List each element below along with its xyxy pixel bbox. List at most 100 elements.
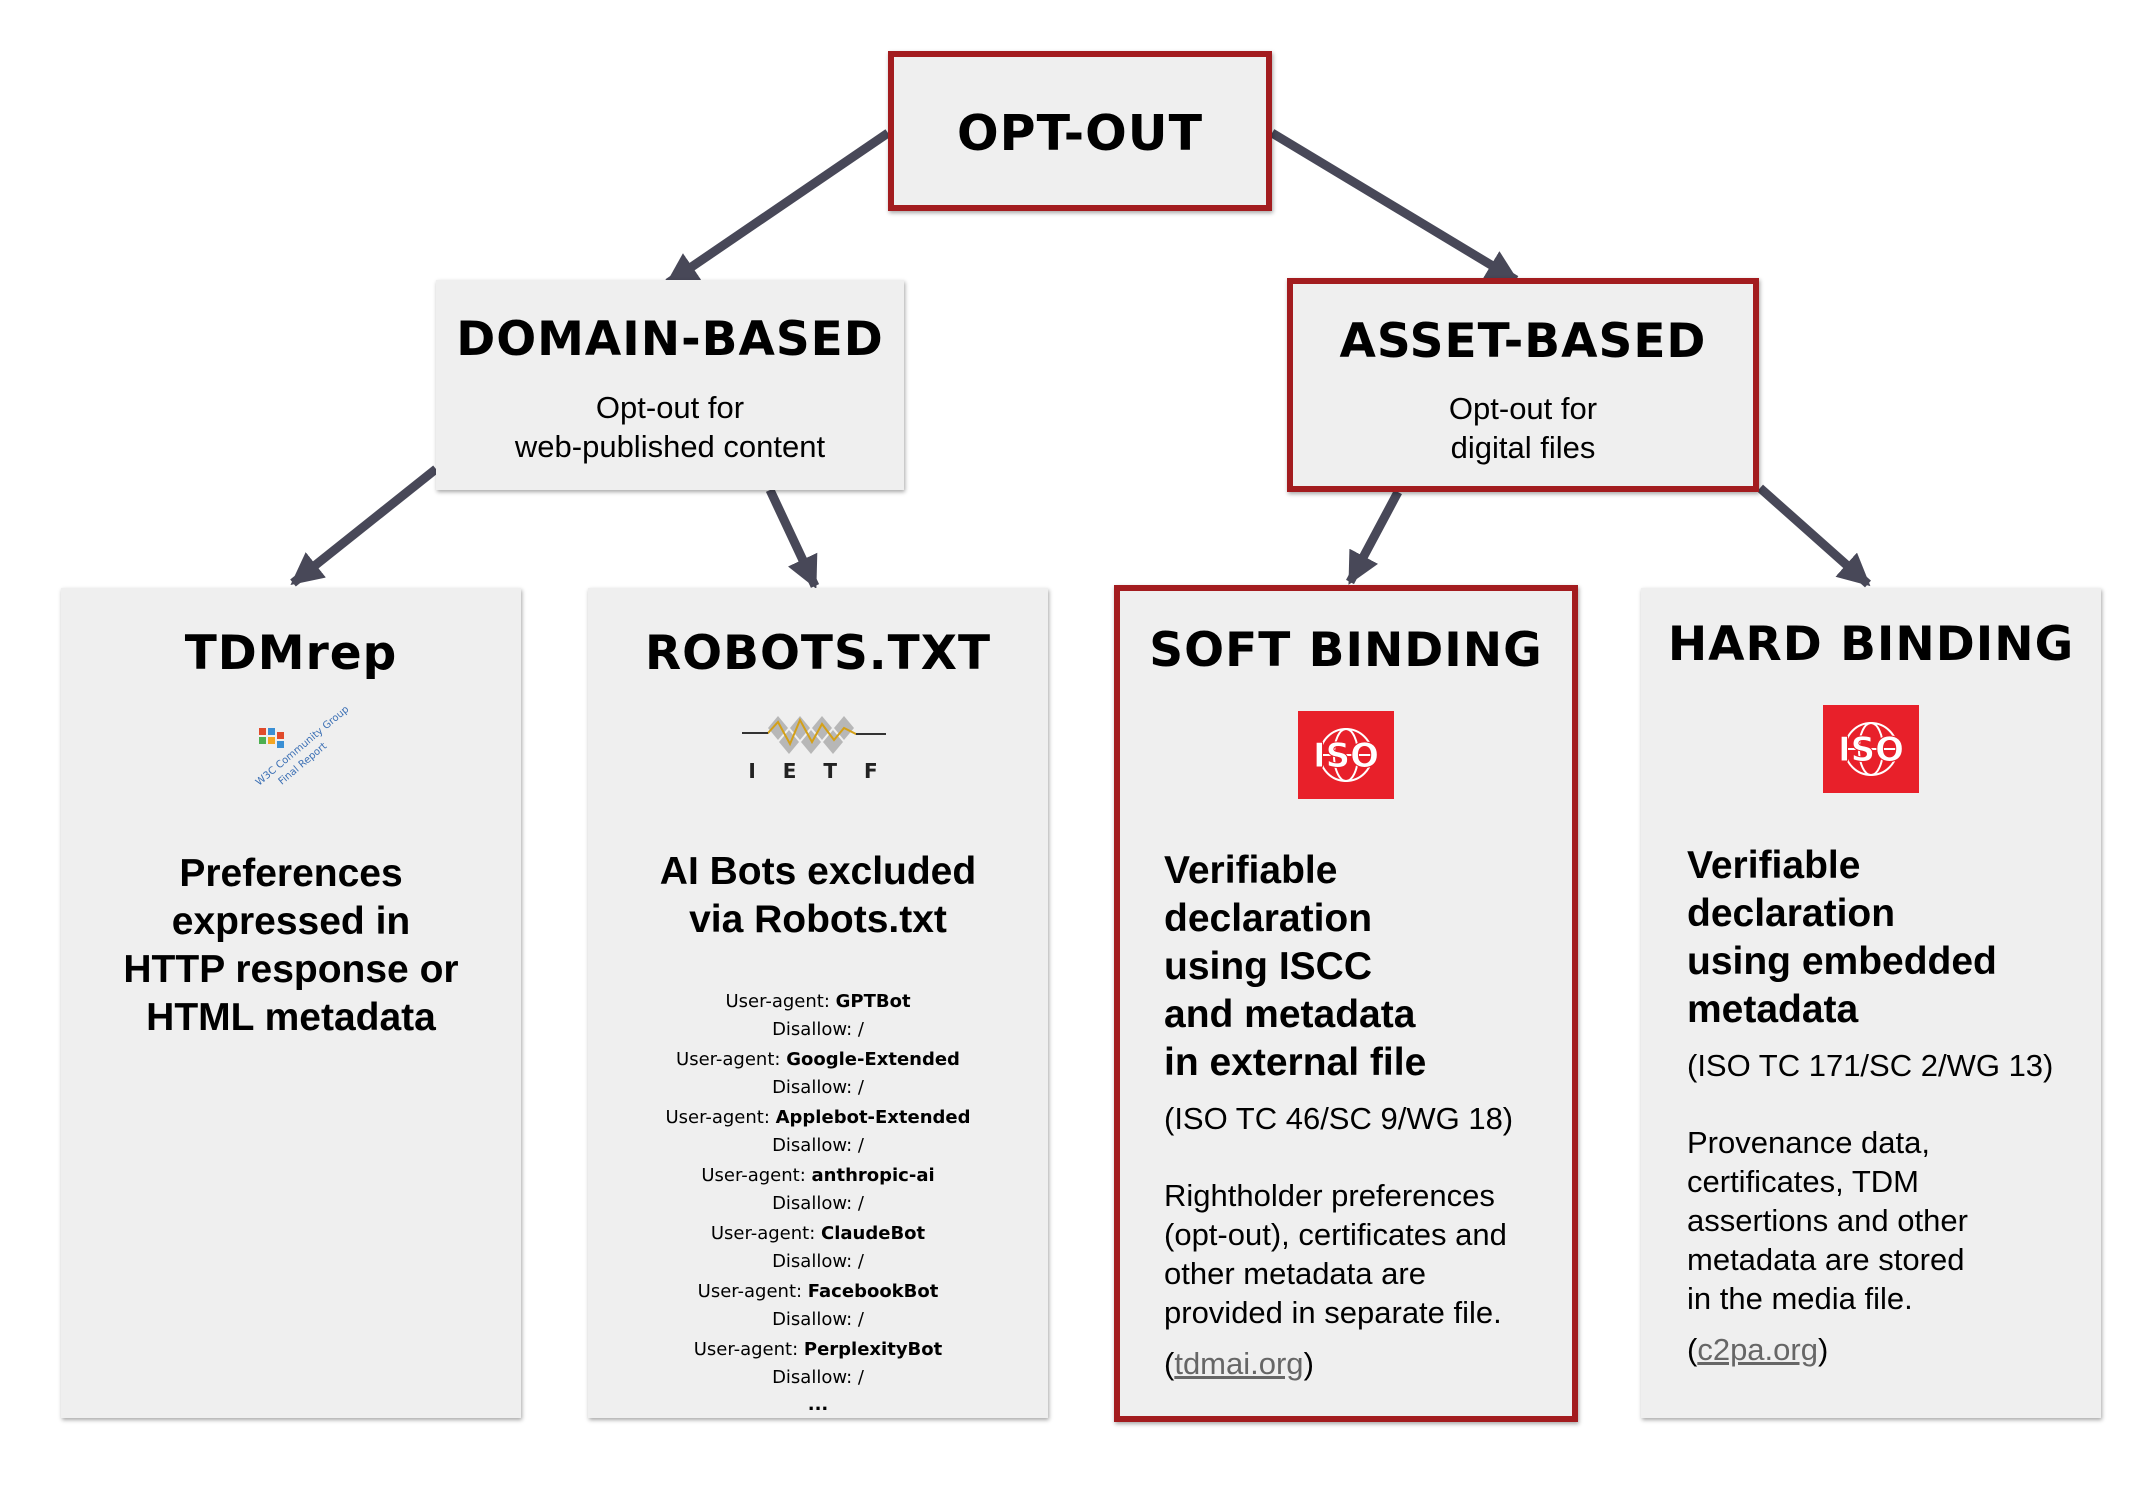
- ua-name: Google-Extended: [786, 1049, 960, 1070]
- tdmrep-desc-line: Preferences: [179, 852, 403, 895]
- soft-description: Rightholder preferences (opt-out), certi…: [1164, 1176, 1552, 1332]
- disallow-line: Disallow: /: [772, 1076, 864, 1098]
- paren-close: ): [1303, 1346, 1314, 1381]
- ua-prefix: User-agent:: [665, 1107, 776, 1128]
- ua-prefix: User-agent:: [701, 1165, 812, 1186]
- domain-subtitle-line: web-published content: [514, 429, 826, 464]
- arrow-domain-to-tdmrep: [290, 465, 439, 587]
- soft-desc-line: provided in separate file.: [1164, 1295, 1502, 1330]
- opt-out-box: OPT-OUT: [888, 51, 1272, 211]
- disallow-line: Disallow: /: [772, 1134, 864, 1156]
- ua-name: Applebot-Extended: [775, 1107, 971, 1128]
- robots-ellipsis: ...: [807, 1394, 829, 1415]
- soft-decl-line: in external file: [1164, 1041, 1427, 1084]
- ua-prefix: User-agent:: [693, 1339, 804, 1360]
- ua-name: ClaudeBot: [821, 1223, 926, 1244]
- soft-decl-line: Verifiable: [1164, 849, 1338, 892]
- arrow-asset-to-soft: [1346, 489, 1402, 585]
- tdmrep-desc-line: HTTP response or: [123, 948, 459, 991]
- robots-desc-line: via Robots.txt: [689, 898, 947, 941]
- iso-logo-text: ISO: [1313, 736, 1379, 776]
- paren-close: ): [1817, 1332, 1829, 1367]
- robots-txt-title: ROBOTS.TXT: [644, 626, 992, 681]
- iso-globe-icon: ISO: [1837, 722, 1905, 776]
- soft-binding-box: SOFT BINDING ISO Verifiable declaration …: [1114, 585, 1578, 1422]
- ietf-logo: I E T F: [738, 708, 898, 788]
- iso-logo-text: ISO: [1838, 730, 1904, 770]
- ua-name: PerplexityBot: [803, 1339, 943, 1360]
- ua-prefix: User-agent:: [725, 991, 836, 1012]
- soft-link-line: (tdmai.org): [1164, 1344, 1552, 1383]
- soft-desc-line: Rightholder preferences: [1164, 1178, 1495, 1213]
- soft-standard: (ISO TC 46/SC 9/WG 18): [1164, 1101, 1514, 1136]
- robots-entry: User-agent: FacebookBot: [588, 1278, 1048, 1306]
- c2pa-link[interactable]: c2pa.org: [1697, 1332, 1818, 1367]
- robots-entry: User-agent: anthropic-ai: [588, 1162, 1048, 1190]
- hard-link-line: (c2pa.org): [1687, 1330, 2081, 1369]
- hard-desc-line: assertions and other: [1687, 1203, 1968, 1238]
- soft-desc-line: other metadata are: [1164, 1256, 1426, 1291]
- hard-decl-line: using embedded: [1687, 940, 1997, 983]
- robots-txt-box: ROBOTS.TXT I E T F AI Bots excluded via …: [588, 588, 1048, 1418]
- domain-based-subtitle: Opt-out for web-published content: [436, 388, 904, 466]
- w3c-puzzle-icon: W3C Community Group Final Report: [254, 704, 351, 788]
- hard-decl-line: Verifiable: [1687, 844, 1861, 887]
- domain-subtitle-line: Opt-out for: [595, 390, 745, 425]
- tdmrep-description: Preferences expressed in HTTP response o…: [61, 850, 521, 1042]
- ua-prefix: User-agent:: [697, 1281, 808, 1302]
- hard-desc-line: Provenance data,: [1687, 1125, 1931, 1160]
- hard-binding-box: HARD BINDING ISO Verifiable declaration …: [1641, 588, 2101, 1418]
- asset-based-box: ASSET-BASED Opt-out for digital files: [1287, 278, 1759, 492]
- hard-declaration: Verifiable declaration using embedded me…: [1687, 842, 2081, 1034]
- hard-desc-line: metadata are stored: [1687, 1242, 1965, 1277]
- hard-desc-line: in the media file.: [1687, 1281, 1913, 1316]
- hard-description: Provenance data, certificates, TDM asser…: [1687, 1123, 2081, 1318]
- tdmrep-desc-line: HTML metadata: [146, 996, 436, 1039]
- paren-open: (: [1687, 1332, 1698, 1367]
- w3c-logo-line1: W3C Community Group: [254, 706, 351, 788]
- tdmai-link[interactable]: tdmai.org: [1174, 1346, 1304, 1381]
- robots-entry: User-agent: Google-Extended: [588, 1046, 1048, 1074]
- robots-desc-line: AI Bots excluded: [659, 850, 977, 893]
- arrow-optout-to-domain: [665, 129, 891, 287]
- domain-based-title: DOMAIN-BASED: [456, 312, 884, 367]
- ietf-logo-icon: I E T F: [742, 716, 887, 783]
- ua-prefix: User-agent:: [710, 1223, 822, 1244]
- hard-standard: (ISO TC 171/SC 2/WG 13): [1687, 1048, 2054, 1083]
- ua-name: GPTBot: [835, 991, 911, 1012]
- robots-entry: User-agent: Applebot-Extended: [588, 1104, 1048, 1132]
- asset-based-title: ASSET-BASED: [1339, 314, 1707, 369]
- soft-declaration: Verifiable declaration using ISCC and me…: [1164, 847, 1552, 1087]
- robots-entry: User-agent: ClaudeBot: [588, 1220, 1048, 1248]
- hard-binding-title: HARD BINDING: [1667, 617, 2075, 672]
- hard-binding-content: Verifiable declaration using embedded me…: [1687, 842, 2081, 1369]
- asset-subtitle-line: Opt-out for: [1448, 391, 1598, 426]
- domain-based-box: DOMAIN-BASED Opt-out for web-published c…: [436, 280, 904, 490]
- arrow-domain-to-robots: [765, 488, 820, 589]
- soft-desc-line: (opt-out), certificates and: [1164, 1217, 1507, 1252]
- disallow-line: Disallow: /: [772, 1192, 864, 1214]
- disallow-line: Disallow: /: [772, 1366, 864, 1388]
- asset-subtitle-line: digital files: [1450, 430, 1596, 465]
- soft-decl-line: using ISCC: [1164, 945, 1373, 988]
- robots-entry: User-agent: GPTBot: [588, 988, 1048, 1016]
- asset-based-subtitle: Opt-out for digital files: [1293, 389, 1753, 467]
- soft-binding-content: Verifiable declaration using ISCC and me…: [1164, 847, 1552, 1383]
- arrow-asset-to-hard: [1757, 484, 1871, 588]
- paren-open: (: [1164, 1346, 1175, 1381]
- tdmrep-box: TDMrep W3C Community Group Final Report …: [61, 588, 521, 1418]
- ua-name: anthropic-ai: [811, 1165, 935, 1186]
- ua-prefix: User-agent:: [676, 1049, 787, 1070]
- soft-decl-line: and metadata: [1164, 993, 1416, 1036]
- hard-desc-line: certificates, TDM: [1687, 1164, 1919, 1199]
- ua-name: FacebookBot: [807, 1281, 939, 1302]
- robots-description: AI Bots excluded via Robots.txt: [588, 848, 1048, 944]
- disallow-line: Disallow: /: [772, 1018, 864, 1040]
- iso-logo: ISO: [1298, 711, 1394, 799]
- robots-txt-listing: User-agent: GPTBot Disallow: / User-agen…: [588, 988, 1048, 1419]
- ietf-logo-text: I E T F: [748, 759, 887, 783]
- disallow-line: Disallow: /: [772, 1250, 864, 1272]
- opt-out-title: OPT-OUT: [957, 105, 1203, 162]
- robots-entry: User-agent: PerplexityBot: [588, 1336, 1048, 1364]
